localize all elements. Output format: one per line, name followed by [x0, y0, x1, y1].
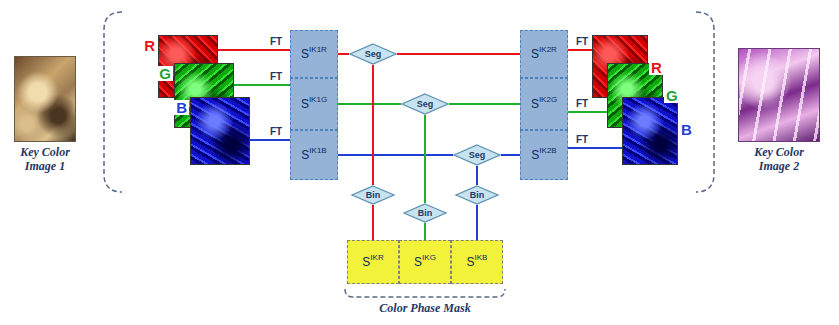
node-label: G [157, 66, 173, 81]
node-label: Seg [469, 151, 486, 160]
phase-mask-cell: SIKR [347, 240, 399, 284]
node-label: R [142, 38, 157, 53]
edge-label: FT [269, 127, 283, 137]
node-label: S [301, 47, 309, 61]
connector [424, 115, 426, 203]
spectrum-cell: SIK2B [520, 130, 568, 180]
node-label: S [531, 97, 539, 111]
connector [476, 166, 478, 185]
spectrum-cell: SIK1B [290, 130, 338, 180]
superscript-label: IKB [475, 253, 488, 262]
seg-diamond: Seg [349, 43, 397, 65]
bin-diamond: Bin [403, 203, 447, 223]
node-label: Key Color Image 1 [6, 146, 84, 174]
node-label: Bin [418, 209, 433, 218]
node-label: R [649, 60, 664, 75]
superscript-label: IK1G [309, 95, 327, 104]
diamond-shape [352, 186, 394, 204]
mask-bracket [345, 289, 505, 297]
node-label: Seg [365, 50, 382, 59]
connector [449, 103, 520, 105]
spectrum-cell: SIK1R [290, 30, 338, 78]
superscript-label: IK1R [309, 45, 327, 54]
node-label: S [467, 255, 475, 269]
diamond-shape [456, 186, 498, 204]
superscript-label: IKG [422, 253, 436, 262]
node-label: S [362, 255, 370, 269]
node-label: G [664, 88, 680, 103]
channel-square: B [622, 97, 678, 165]
bin-diamond: Bin [351, 185, 395, 205]
connector [338, 154, 453, 156]
superscript-label: IK2B [539, 146, 556, 155]
diamond-shape [402, 94, 448, 114]
connector [372, 65, 374, 185]
superscript-label: IK2G [539, 95, 557, 104]
connector [338, 103, 401, 105]
connector [568, 111, 607, 113]
node-label: B [174, 100, 189, 115]
connector [218, 49, 290, 51]
connector [424, 223, 426, 240]
key-image: Key Color Image 2 [738, 48, 820, 142]
connector [568, 147, 622, 149]
diamond-shape [404, 204, 446, 222]
superscript-label: IK1B [309, 146, 326, 155]
edge-label: FT [269, 72, 283, 82]
node-label: Bin [366, 191, 381, 200]
edge-label: FT [575, 37, 589, 47]
diamond-shape [454, 145, 500, 165]
diamond-shape [350, 44, 396, 64]
connector [372, 205, 374, 240]
spectrum-cell: SIK2R [520, 30, 568, 78]
phase-mask-cell: SIKB [451, 240, 503, 284]
connector [501, 154, 520, 156]
node-label: Seg [417, 100, 434, 109]
node-label: S [301, 97, 309, 111]
connector [250, 139, 290, 141]
node-label: Bin [470, 191, 485, 200]
edge-label: FT [575, 99, 589, 109]
spectrum-cell: SIK1G [290, 78, 338, 130]
superscript-label: IK2R [539, 45, 557, 54]
node-label: S [301, 148, 309, 162]
seg-diamond: Seg [401, 93, 449, 115]
phase-mask-cell: SIKG [399, 240, 451, 284]
node-label: Key Color Image 2 [740, 146, 818, 174]
node-label: S [414, 255, 422, 269]
connector [397, 53, 520, 55]
edge-label: FT [269, 37, 283, 47]
node-label: B [679, 122, 694, 137]
edge-label: FT [575, 135, 589, 145]
node-label: S [531, 148, 539, 162]
seg-diamond: Seg [453, 144, 501, 166]
bin-diamond: Bin [455, 185, 499, 205]
channel-square: B [190, 97, 250, 165]
connector [234, 84, 290, 86]
node-label: S [531, 47, 539, 61]
spectrum-cell: SIK2G [520, 78, 568, 130]
right-bracket [696, 12, 714, 192]
connector [338, 53, 349, 55]
connector [476, 205, 478, 240]
key-image: Key Color Image 1 [14, 56, 76, 142]
left-bracket [104, 12, 122, 192]
group-label: Color Phase Mask [379, 302, 470, 315]
superscript-label: IKR [370, 253, 383, 262]
connector [568, 49, 592, 51]
